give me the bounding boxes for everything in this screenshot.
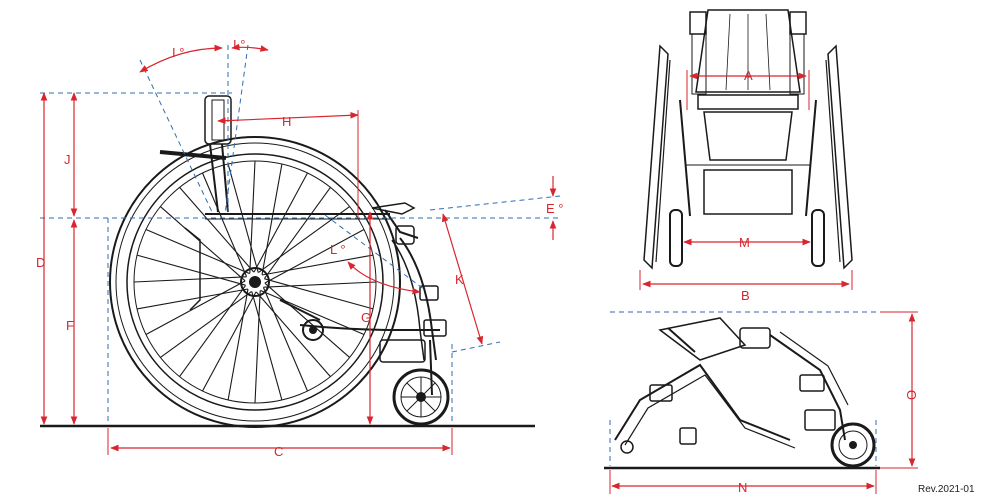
- wheel-spoke: [160, 290, 252, 358]
- label-B: B: [741, 288, 750, 303]
- label-A: A: [744, 68, 753, 83]
- label-H: H: [282, 114, 291, 129]
- front-backrest: [689, 9, 807, 95]
- wheel-spoke: [145, 280, 246, 335]
- front-seat: [679, 94, 817, 217]
- caster-wheel: [392, 368, 450, 426]
- wheel-spoke: [262, 287, 309, 392]
- wheel-spoke: [255, 291, 331, 377]
- wheel-spoke: [145, 228, 250, 275]
- wheel-spoke: [251, 291, 283, 401]
- labels-front: A M B: [739, 68, 753, 303]
- wheel-spoke: [258, 206, 350, 274]
- side-view: I ° I ° H J D F E ° L ° K G C: [36, 37, 563, 459]
- front-rear-wheels: [643, 44, 853, 270]
- label-K: K: [455, 272, 464, 287]
- label-N: N: [738, 480, 747, 495]
- dim-K: [441, 213, 484, 345]
- folded-view: O N: [604, 311, 919, 495]
- label-I-right: I °: [233, 37, 245, 52]
- labels-side: I ° I ° H J D F E ° L ° K G C: [36, 37, 563, 459]
- wheel-spoke: [201, 172, 248, 277]
- wheel-spoke: [260, 289, 365, 336]
- label-L: L °: [330, 242, 346, 257]
- wheel-spoke: [263, 187, 331, 279]
- label-D: D: [36, 255, 45, 270]
- labels-folded: O N: [738, 390, 919, 495]
- wheel-spoke: [262, 254, 374, 276]
- dim-I-right: [231, 43, 269, 52]
- front-view: A M B: [639, 9, 853, 303]
- dimensions-front: [639, 70, 853, 290]
- wheel-spoke: [136, 254, 246, 286]
- label-F: F: [66, 318, 74, 333]
- label-O: O: [904, 390, 919, 400]
- wheel-spoke: [179, 285, 247, 377]
- wheel-spoke: [179, 187, 255, 273]
- label-G: G: [361, 310, 371, 325]
- dim-I-left: [139, 44, 223, 73]
- wheel-spoke: [160, 206, 246, 282]
- wheel-spoke: [136, 288, 248, 310]
- dimensions-side: [40, 43, 557, 455]
- dim-H: [217, 111, 359, 125]
- wheel-spoke: [264, 278, 374, 310]
- rear-wheel: [109, 136, 401, 428]
- wheel-spoke: [249, 160, 256, 274]
- wheel-spoke: [227, 289, 249, 401]
- label-M: M: [739, 235, 750, 250]
- wheel-spoke: [133, 276, 247, 283]
- dim-L: [347, 261, 421, 295]
- folded-chair: [614, 317, 876, 468]
- label-C: C: [274, 444, 283, 459]
- front-casters: [669, 209, 825, 267]
- wheel-spoke: [254, 290, 261, 404]
- revision-label: Rev.2021-01: [918, 484, 975, 495]
- label-I-left: I °: [172, 45, 184, 60]
- wheel-spoke: [227, 163, 259, 273]
- seat-frame: [205, 202, 419, 245]
- label-E: E °: [546, 201, 563, 216]
- wheel-spoke: [264, 229, 365, 284]
- label-J: J: [64, 152, 71, 167]
- wheel-spoke: [202, 291, 257, 392]
- wheel-spoke: [264, 282, 350, 358]
- dimensions-folded: [609, 311, 918, 494]
- wheel-spoke: [253, 172, 308, 273]
- axle-plate: [184, 227, 324, 341]
